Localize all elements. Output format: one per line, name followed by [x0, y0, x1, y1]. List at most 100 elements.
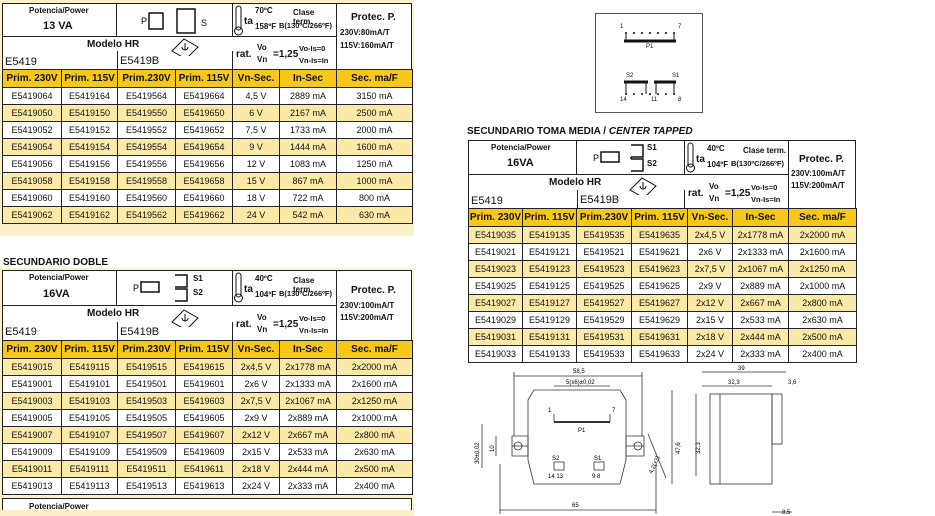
p1-label: P1: [646, 44, 654, 50]
model-b: E5419B: [580, 194, 620, 206]
protec-label: Protec. P.: [351, 285, 396, 296]
table-cell: E5419056: [2, 155, 62, 173]
column-header: In-Sec: [732, 208, 789, 227]
table-cell: E5419062: [2, 206, 62, 224]
table-cell: E5419025: [468, 277, 523, 295]
table-cell: 722 mA: [279, 189, 337, 207]
table-cell: 2x533 mA: [732, 311, 789, 329]
table-cell: E5419613: [175, 477, 233, 495]
power-label: Potencia/Power: [29, 6, 89, 15]
s2-label: S2: [193, 288, 203, 297]
table-cell: E5419515: [117, 358, 176, 376]
table-cell: E5419005: [2, 409, 62, 427]
pin-7-label: 7: [678, 24, 682, 30]
front-pin-1: 1: [548, 408, 552, 414]
table-cell: E5419135: [522, 226, 577, 244]
table-cell: 1444 mA: [279, 138, 337, 156]
next-table-partial: Potencia/Power: [2, 498, 412, 510]
table-cell: 2x630 mA: [788, 311, 857, 329]
table-cell: E5419031: [468, 328, 523, 346]
svg-text:P: P: [141, 16, 147, 26]
table-cell: E5419158: [61, 172, 118, 190]
table-cell: 2x1778 mA: [732, 226, 789, 244]
table-cell: 2x400 mA: [336, 477, 413, 495]
table-cell: 7,5 V: [232, 121, 280, 139]
dim-58-5: 58,5: [573, 369, 585, 375]
table-cell: E5419101: [61, 375, 118, 393]
table-cell: 2x444 mA: [732, 328, 789, 346]
column-header: Prim. 115V: [522, 208, 577, 227]
column-header: Prim.230V: [117, 340, 176, 359]
chassis-icon: [171, 38, 199, 56]
power-value: 16VA: [43, 288, 70, 300]
table-cell: 2x533 mA: [279, 443, 337, 461]
table-cell: E5419150: [61, 104, 118, 122]
table-cell: E5419511: [117, 460, 176, 478]
dimension-drawing-svg: 58,5 5(x6)±0,02 65 39 32,3 3,6 8,5 1 7 P…: [475, 366, 797, 516]
pinout-schematic: 1 7 P1 S2 S1 14 11 8: [595, 13, 703, 113]
table-cell: 2x1250 mA: [336, 392, 413, 410]
column-header: Prim. 230V: [2, 340, 62, 359]
rat-value: =1,25: [725, 188, 751, 199]
table-cell: E5419152: [61, 121, 118, 139]
column-header: Prim. 115V: [631, 208, 688, 227]
column-header: Sec. ma/F: [336, 69, 413, 88]
table-cell: 2x15 V: [687, 311, 733, 329]
table-cell: E5419611: [175, 460, 233, 478]
table-13va-grid: Prim. 230V Prim. 115V Prim.230V Prim. 11…: [2, 69, 413, 224]
table-cell: E5419164: [61, 87, 118, 105]
table-cell: E5419009: [2, 443, 62, 461]
table-cell: 2x1600 mA: [788, 243, 857, 261]
ta-label: ta: [696, 154, 705, 165]
table-cell: E5419029: [468, 311, 523, 329]
table-cell: 2x889 mA: [279, 409, 337, 427]
table-cell: E5419052: [2, 121, 62, 139]
table-cell: 2x630 mA: [336, 443, 413, 461]
table-cell: 4,5 V: [232, 87, 280, 105]
s1-label: S1: [193, 274, 203, 283]
power-label: Potencia/Power: [29, 273, 89, 282]
table-cell: E5419531: [576, 328, 632, 346]
dim-3-6: 3,6: [788, 380, 797, 386]
table-cell: 24 V: [232, 206, 280, 224]
table-cell: E5419033: [468, 345, 523, 363]
table-media: Potencia/Power 16VA P S1 S2 ta 40ºC 104º…: [468, 140, 857, 363]
table-cell: E5419162: [61, 206, 118, 224]
table-cell: 12 V: [232, 155, 280, 173]
table-cell: E5419660: [175, 189, 233, 207]
column-header: Vn-Sec.: [232, 69, 280, 88]
protec-230: 230V:100mA/T: [791, 169, 846, 178]
table-cell: 2x1600 mA: [336, 375, 413, 393]
temp-bottom: 104ºF: [707, 160, 729, 169]
dim-8-5: 8,5: [782, 510, 791, 516]
transformer-symbol-icon: P S1 S2: [577, 141, 685, 175]
rat-label: rat.: [236, 49, 252, 60]
table-header-row: Prim. 230V Prim. 115V Prim.230V Prim. 11…: [2, 69, 413, 88]
table-cell: 2x4,5 V: [687, 226, 733, 244]
table-cell: E5419509: [117, 443, 176, 461]
protec-230: 230V:100mA/T: [340, 301, 395, 310]
table-cell: 2x2000 mA: [788, 226, 857, 244]
table-cell: E5419513: [117, 477, 176, 495]
front-s2: S2: [552, 456, 560, 462]
temp-bottom: 104ºF: [255, 290, 277, 299]
column-header: Vn-Sec.: [232, 340, 280, 359]
model-b: E5419B: [120, 55, 160, 67]
table-cell: 2x1000 mA: [336, 409, 413, 427]
clase-label: Clase term.: [293, 8, 315, 26]
table-cell: E5419027: [468, 294, 523, 312]
table-cell: E5419129: [522, 311, 577, 329]
model-label: Modelo HR: [549, 177, 602, 188]
table-cell: 2x1333 mA: [732, 243, 789, 261]
table-cell: E5419623: [631, 260, 688, 278]
